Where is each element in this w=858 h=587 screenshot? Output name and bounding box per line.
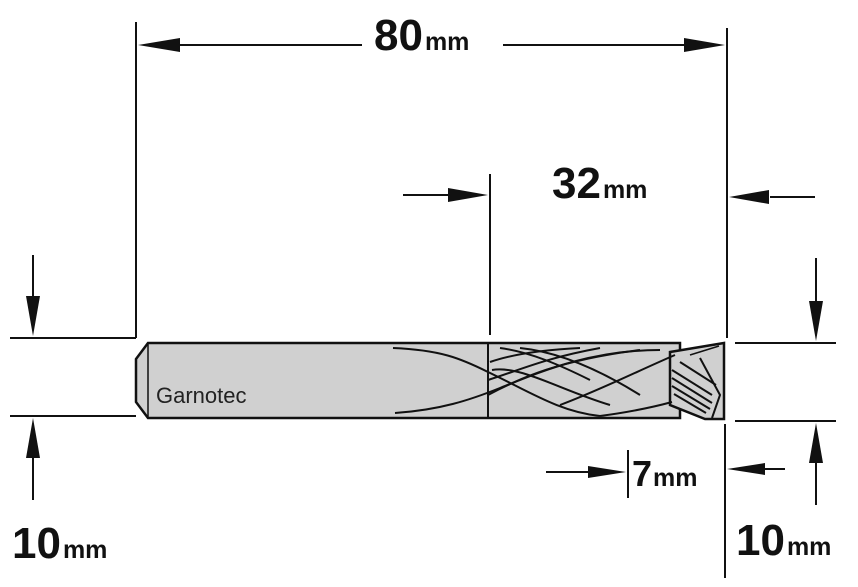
dimension-cutting-length: 32mm: [403, 159, 815, 208]
cutting-length-label: 32mm: [552, 159, 647, 208]
arrow-up-icon: [809, 423, 823, 463]
arrow-right-icon: [684, 38, 725, 52]
dimension-shank-diameter: 10mm: [12, 255, 107, 568]
dimension-tip-length: 7mm: [546, 453, 785, 494]
tip-length-label: 7mm: [632, 453, 698, 494]
extension-lines: [10, 22, 836, 578]
router-bit: Garnotec: [134, 341, 726, 421]
total-length-label: 80mm: [374, 11, 469, 60]
cutting-diameter-label: 10mm: [736, 516, 831, 565]
brand-label: Garnotec: [156, 383, 247, 408]
arrow-up-icon: [26, 418, 40, 458]
arrow-right-icon: [448, 188, 488, 202]
arrow-down-icon: [26, 296, 40, 336]
arrow-left-icon: [729, 190, 769, 204]
dimension-cutting-diameter: 10mm: [736, 258, 831, 565]
bit-flutes: [392, 347, 722, 419]
dimension-total-length: 80mm: [138, 11, 725, 60]
arrow-right-icon: [588, 466, 626, 478]
arrow-down-icon: [809, 301, 823, 341]
shank-diameter-label: 10mm: [12, 519, 107, 568]
arrow-left-icon: [727, 463, 765, 475]
arrow-left-icon: [138, 38, 180, 52]
